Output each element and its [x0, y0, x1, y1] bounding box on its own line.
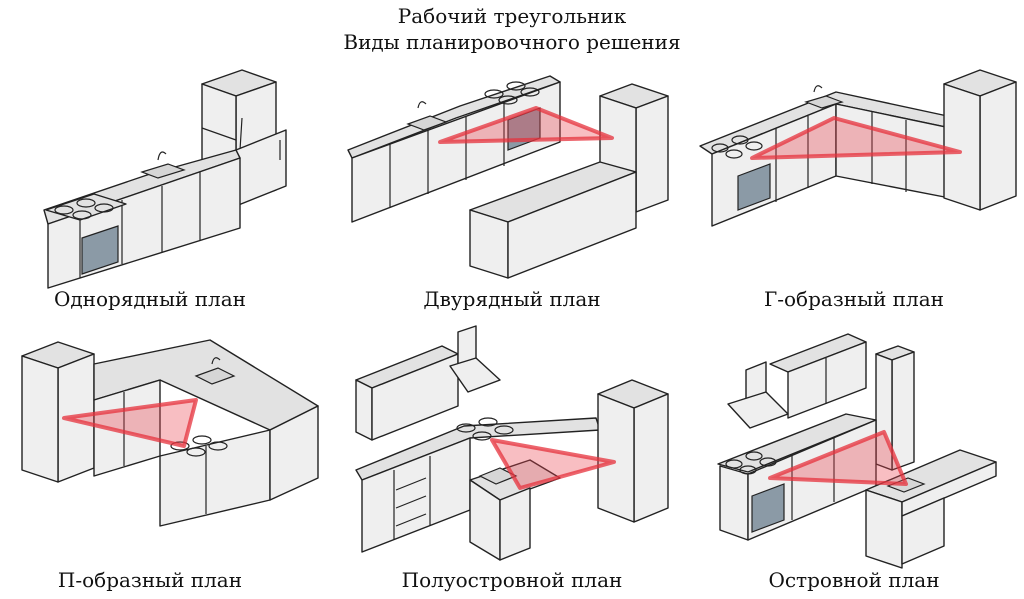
caption-u-shaped: П-образный план: [57, 568, 243, 592]
island-kitchen: [717, 333, 997, 569]
peninsula-kitchen: [355, 325, 669, 561]
diagram-title: Рабочий треугольник: [397, 4, 627, 28]
caption-l-shaped: Г-образный план: [764, 287, 944, 311]
single-row-kitchen: [43, 69, 287, 289]
two-row-kitchen: [347, 75, 669, 279]
u-shaped-kitchen: [21, 339, 319, 527]
caption-peninsula: Полуостровной план: [401, 568, 623, 592]
caption-two-row: Двурядный план: [423, 287, 601, 311]
diagram-subtitle: Виды планировочного решения: [343, 30, 681, 54]
caption-single-row: Однорядный план: [53, 287, 247, 311]
l-shaped-kitchen: [699, 69, 1017, 227]
caption-island: Островной план: [768, 568, 940, 592]
